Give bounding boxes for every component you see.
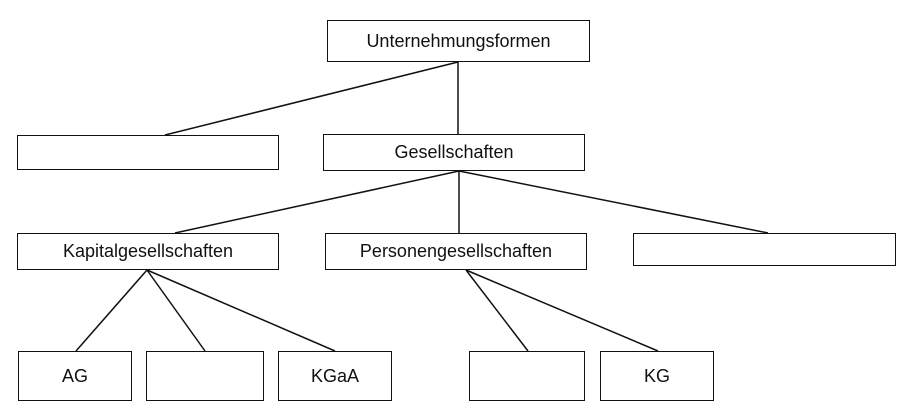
- node-ag: AG: [18, 351, 132, 401]
- node-label: Gesellschaften: [394, 142, 514, 162]
- edge-ges-kapital: [174, 170, 460, 234]
- edge-kap-kgaa: [146, 269, 336, 352]
- edge-pers-kg: [465, 269, 659, 352]
- node-gesellschaften: Gesellschaften: [323, 134, 585, 171]
- node-kg: KG: [600, 351, 714, 401]
- edge-kap-ag: [75, 269, 148, 352]
- node-kapitalgesellschaften: Kapitalgesellschaften: [17, 233, 279, 270]
- node-blank-kapital-child: [146, 351, 264, 401]
- node-blank-level1: [17, 135, 279, 170]
- node-blank-level2: [633, 233, 896, 266]
- node-unternehmungsformen: Unternehmungsformen: [327, 20, 590, 62]
- edge-root-blank1: [164, 61, 459, 136]
- node-label: AG: [61, 365, 88, 386]
- node-label: KG: [643, 365, 670, 386]
- edge-kap-blank3: [146, 269, 206, 352]
- node-kgaa: KGaA: [278, 351, 392, 401]
- node-label: Kapitalgesellschaften: [62, 241, 234, 261]
- node-personengesellschaften: Personengesellschaften: [325, 233, 587, 270]
- edge-ges-blank2: [458, 170, 769, 234]
- node-label: Unternehmungsformen: [366, 30, 551, 51]
- node-label: KGaA: [310, 365, 360, 386]
- node-blank-personen-child: [469, 351, 585, 401]
- node-label: Personengesellschaften: [359, 241, 553, 261]
- edge-pers-blank4: [465, 269, 529, 352]
